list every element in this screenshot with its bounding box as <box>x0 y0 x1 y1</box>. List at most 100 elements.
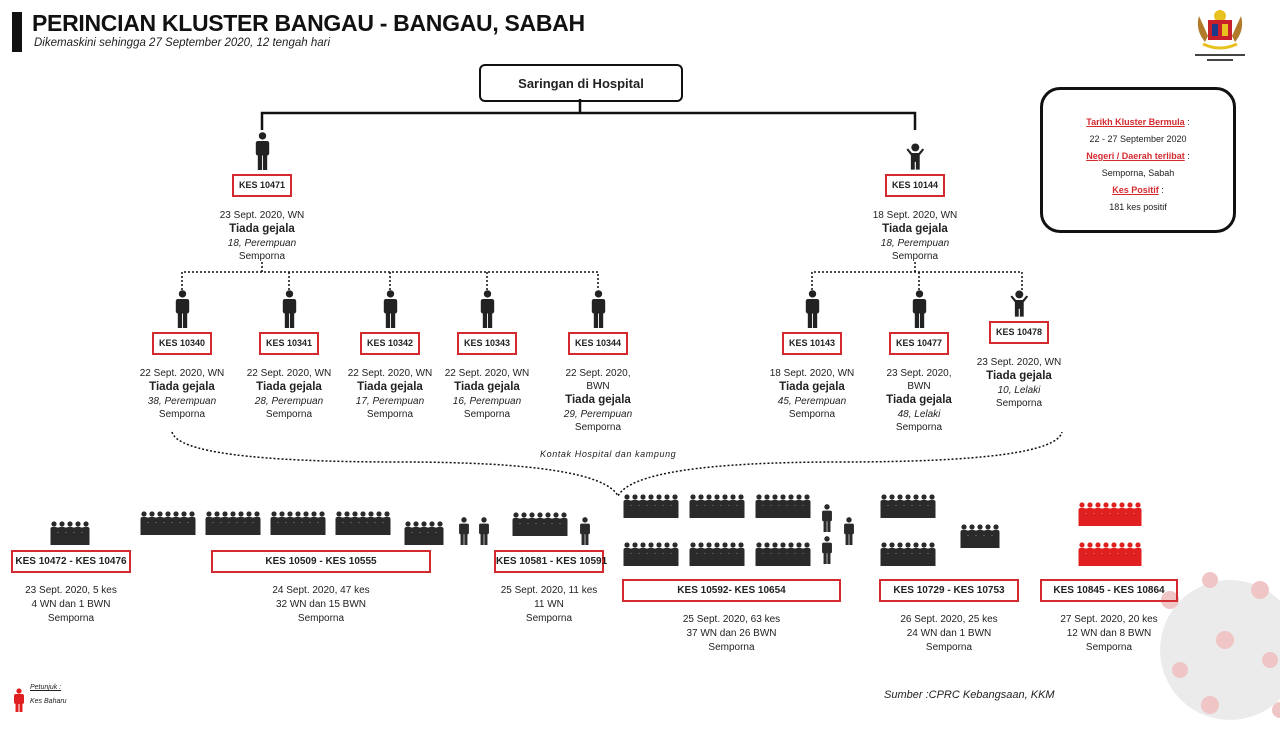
adult-person-icon <box>175 290 189 328</box>
case-status: Tiada gejala <box>886 394 952 406</box>
case-status: Tiada gejala <box>882 222 948 235</box>
crowd-icon <box>512 512 568 536</box>
case-range-badge: KES 10472 - KES 10476 <box>11 550 131 573</box>
case-date-line: BWN <box>586 381 610 392</box>
positive-value: 181 kes positif <box>1109 202 1167 212</box>
case-status: Tiada gejala <box>256 381 322 393</box>
adult-person-icon <box>479 517 489 545</box>
case-group-line: 25 Sept. 2020, 63 kes <box>682 614 781 625</box>
adult-person-icon <box>844 517 854 545</box>
case-location: Semporna <box>891 250 939 262</box>
case-status: Tiada gejala <box>229 223 295 235</box>
case-date-line: 18 Sept. 2020, WN <box>769 368 855 379</box>
case-group-line: Semporna <box>708 642 755 653</box>
case-date-line: 23 Sept. 2020, WN <box>976 356 1062 368</box>
case-date-line: 23 Sept. 2020, <box>886 368 952 379</box>
colon: : <box>1161 185 1164 195</box>
case-location: Semporna <box>895 422 943 433</box>
adult-person-icon <box>282 290 296 328</box>
case-range-badge: KES 10581 - KES 10591 <box>494 550 607 573</box>
crowd-icon <box>1078 502 1142 526</box>
source-note: Sumber :CPRC Kebangsaan, KKM <box>884 689 1055 701</box>
case-group-line: 27 Sept. 2020, 20 kes <box>1060 614 1158 625</box>
adult-person-icon <box>480 290 494 328</box>
start-label: Tarikh Kluster Bermula <box>1086 117 1185 127</box>
crowd-icon <box>755 494 811 518</box>
case-group-line: 11 WN <box>534 599 564 610</box>
case-status: Tiada gejala <box>779 381 845 393</box>
case-status: Tiada gejala <box>986 369 1052 382</box>
case-demographics: 28, Perempuan <box>254 396 324 407</box>
case-group-line: 24 WN dan 1 BWN <box>906 628 992 639</box>
case-date-line: 22 Sept. 2020, WN <box>347 368 433 379</box>
case-range-badge: KES 10845 - KES 10864 <box>1040 579 1178 602</box>
case-group-line: 23 Sept. 2020, 5 kes <box>25 585 117 596</box>
case-group-line: Semporna <box>1085 642 1133 653</box>
case-demographics: 48, Lelaki <box>897 409 941 420</box>
cluster-info-box: Tarikh Kluster Bermula : 22 - 27 Septemb… <box>1040 87 1236 233</box>
case-demographics: 18, Perempuan <box>227 238 297 249</box>
crowd-icon <box>623 494 679 518</box>
ministry-logo <box>1195 10 1245 61</box>
child-person-icon <box>1010 290 1028 317</box>
case-demographics: 45, Perempuan <box>777 396 847 407</box>
contact-label: Kontak Hospital dan kampung <box>540 449 677 459</box>
case-group-line: 24 Sept. 2020, 47 kes <box>272 585 370 596</box>
adult-person-icon <box>805 290 819 328</box>
crowd-icon <box>880 494 936 518</box>
case-date-line: 22 Sept. 2020, WN <box>246 368 332 379</box>
case-id-badge: KES 10478 <box>988 320 1050 344</box>
case-location: Semporna <box>238 251 286 262</box>
case-group-line: Semporna <box>47 613 95 624</box>
colon: : <box>1187 117 1190 127</box>
page-subtitle: Dikemaskini sehingga 27 September 2020, … <box>34 37 330 49</box>
case-status: Tiada gejala <box>454 381 520 393</box>
child-person-icon <box>906 143 924 170</box>
right-children-connector <box>811 262 1023 290</box>
area-label: Negeri / Daerah terlibat <box>1086 151 1185 161</box>
case-location: Semporna <box>158 409 206 420</box>
case-range-badge: KES 10729 - KES 10753 <box>879 579 1019 602</box>
case-id-badge: KES 10144 <box>884 173 946 197</box>
crowd-icon <box>755 542 811 566</box>
positive-label: Kes Positif <box>1112 185 1159 195</box>
case-date-line: 23 Sept. 2020, WN <box>219 210 305 221</box>
case-group-line: Semporna <box>925 642 973 653</box>
crowd-icon <box>335 511 391 535</box>
root-connector <box>260 99 917 130</box>
case-group-line: 37 WN dan 26 BWN <box>686 628 777 639</box>
crowd-icon <box>404 521 444 545</box>
crowd-icon <box>960 524 1000 548</box>
case-location: Semporna <box>574 422 622 433</box>
case-demographics: 10, Lelaki <box>997 384 1041 396</box>
adult-person-icon <box>255 132 269 170</box>
case-group-line: Semporna <box>525 613 573 624</box>
contact-brace <box>171 431 1063 498</box>
colon: : <box>1187 151 1190 161</box>
legend-label: Kes Baharu <box>30 698 67 705</box>
case-id-badge: KES 10471 <box>231 174 293 197</box>
adult-person-icon <box>912 290 926 328</box>
case-demographics: 38, Perempuan <box>147 396 217 407</box>
legend-title: Petunjuk : <box>30 684 62 691</box>
case-date-line: 22 Sept. 2020, WN <box>139 368 225 379</box>
title-accent-bar <box>12 12 22 52</box>
adult-person-icon <box>459 517 469 545</box>
case-group-line: 32 WN dan 15 BWN <box>275 599 367 610</box>
case-group-line: 26 Sept. 2020, 25 kes <box>900 614 998 625</box>
page-title: PERINCIAN KLUSTER BANGAU - BANGAU, SABAH <box>32 10 585 36</box>
case-location: Semporna <box>788 409 836 420</box>
case-date-line: BWN <box>907 381 931 392</box>
case-group: KES 10472 - KES 10476 23 Sept. 2020, 5 ke… <box>11 550 131 626</box>
case-group: KES 10845 - KES 10864 27 Sept. 2020, 20 k… <box>1040 579 1178 655</box>
